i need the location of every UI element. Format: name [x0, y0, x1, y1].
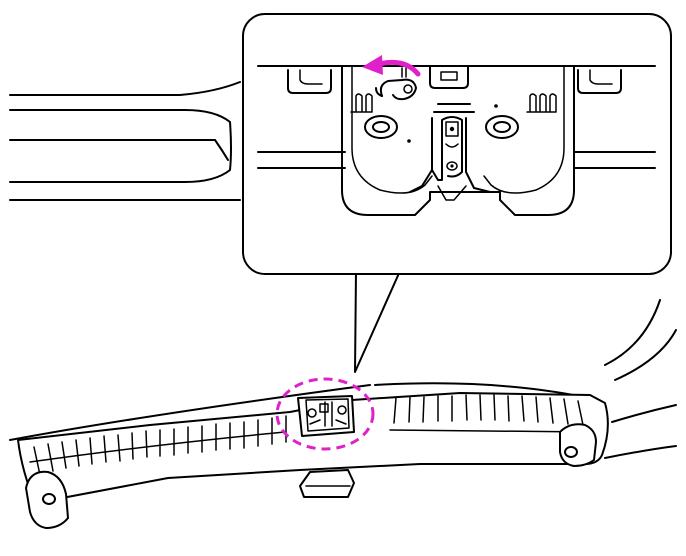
mounting-tab-left: [25, 470, 69, 529]
detail-callout: [242, 13, 672, 275]
lock-base-plate: [341, 65, 575, 216]
counter-clockwise-rotation-arrow: [362, 55, 421, 77]
bumper-left: [287, 69, 332, 94]
bumper-right: [577, 69, 622, 94]
trunk-lid-outline: [9, 81, 241, 201]
cable-hook: [375, 67, 417, 101]
mounting-tab-right: [559, 423, 597, 467]
clip: [299, 469, 355, 498]
trim-ribs: [29, 394, 591, 476]
callout-pointer: [354, 270, 401, 373]
top-tab: [429, 65, 469, 89]
comb-left: [350, 93, 373, 113]
latch-mechanism: [409, 103, 491, 201]
focus-marker-dashed-circle: [275, 377, 375, 451]
mounting-bolt-left: [364, 115, 398, 139]
comb-right: [526, 93, 557, 113]
lock-location: [297, 395, 355, 437]
mounting-bolt-right: [485, 115, 519, 139]
